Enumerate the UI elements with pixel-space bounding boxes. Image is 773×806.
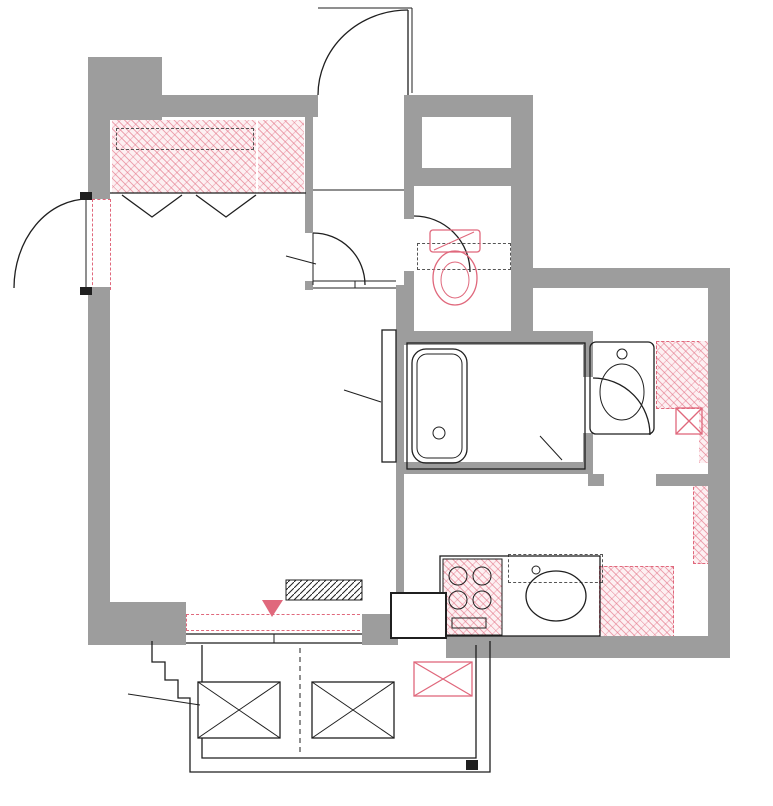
wall — [404, 95, 422, 186]
toilet-cupboard-box — [417, 243, 511, 270]
descent-marker — [262, 600, 283, 617]
toilet-door-arc — [413, 215, 471, 273]
partition-wall — [396, 285, 404, 595]
gb-crossed-box — [413, 661, 473, 697]
soffit-hatch — [285, 579, 363, 601]
counter — [381, 329, 397, 463]
wall — [511, 95, 533, 288]
balcony-drain — [466, 760, 478, 770]
partition-wall — [588, 474, 604, 486]
stove-hatch — [443, 559, 502, 635]
bathtub — [411, 348, 468, 464]
counter-leader — [343, 389, 382, 403]
escape-ladder-leader — [127, 693, 201, 706]
fridge-space-hatch — [599, 566, 674, 638]
partition-wall — [305, 117, 313, 233]
washbasin — [589, 341, 655, 435]
partition-wall — [404, 271, 414, 345]
partition-wall — [583, 433, 593, 474]
picture-rail-leader — [285, 255, 317, 265]
wall — [88, 602, 186, 645]
fixed-shelf-right-hatch — [699, 341, 708, 463]
wall — [88, 287, 110, 645]
partition-wall — [404, 186, 414, 219]
bath-unit — [406, 342, 586, 470]
toilet-tank — [429, 229, 481, 253]
closet-hatch — [112, 120, 256, 193]
door-frame-block — [80, 192, 92, 200]
bath-door-arc — [592, 377, 651, 436]
closet-door-mark — [195, 194, 257, 218]
closet-shelf-box — [116, 128, 254, 150]
toilet-bowl — [432, 250, 478, 306]
partition-wall — [656, 474, 708, 486]
wall — [511, 288, 533, 331]
pipe-space-box — [390, 592, 447, 639]
kitchen-cupboard-box — [508, 554, 603, 583]
access-panel-crossed-box — [675, 407, 703, 435]
wall — [511, 268, 730, 288]
closet-door-mark — [121, 194, 183, 218]
left-door-arc — [13, 198, 89, 289]
wall — [404, 95, 533, 117]
wall — [88, 57, 110, 199]
movable-shelf-hatch — [693, 477, 710, 564]
bath-label-leader — [539, 435, 563, 461]
shoe-cabinet-hatch — [258, 120, 304, 193]
wall — [404, 168, 533, 186]
partition-wall — [404, 331, 588, 345]
door-frame-block — [80, 287, 92, 295]
partition-wall — [583, 331, 593, 377]
balcony-outline — [151, 641, 491, 773]
wall — [708, 268, 730, 658]
partition-wall — [404, 462, 588, 474]
wall — [446, 636, 730, 658]
partition-wall — [305, 281, 313, 290]
entrance-door-arc — [317, 9, 409, 96]
kitchen-sink — [525, 570, 587, 622]
room-door-arc — [312, 232, 366, 286]
wall — [145, 95, 318, 117]
